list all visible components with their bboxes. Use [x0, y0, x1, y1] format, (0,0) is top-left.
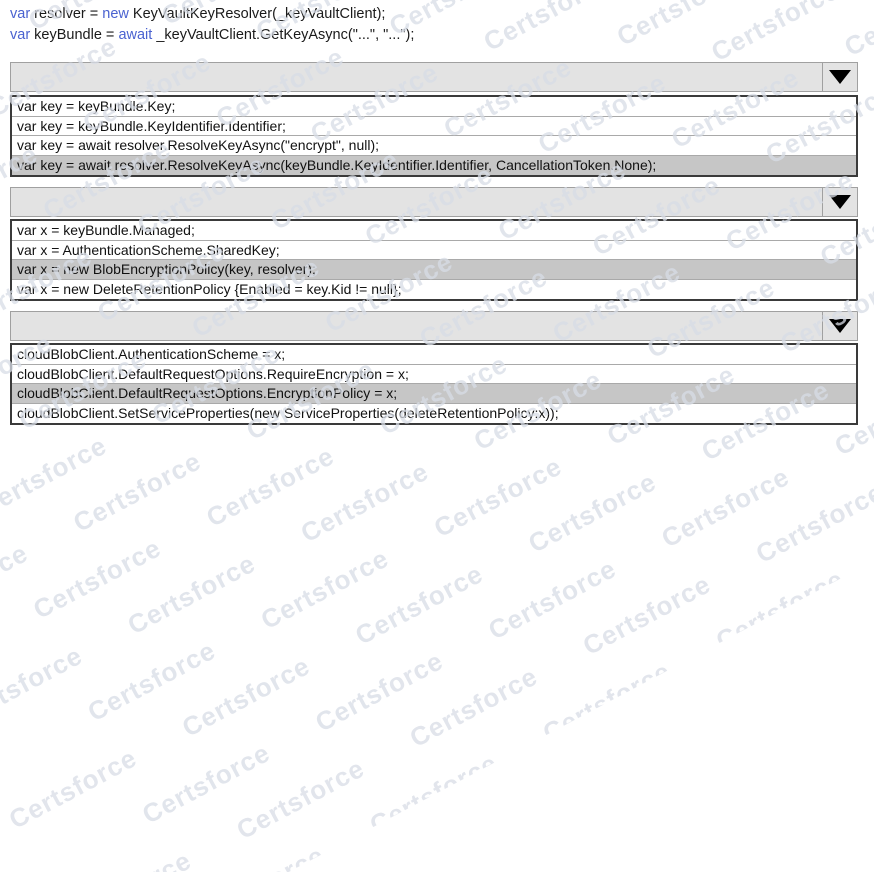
list-item-selected[interactable]: var x = new BlobEncryptionPolicy(key, re… — [12, 260, 856, 280]
chevron-down-icon — [829, 195, 851, 209]
list-item[interactable]: cloudBlobClient.DefaultRequestOptions.Re… — [12, 364, 856, 384]
option-list-3[interactable]: cloudBlobClient.AuthenticationScheme = x… — [10, 343, 858, 425]
code-keyword-var: var — [10, 6, 31, 22]
dropdown-1[interactable] — [10, 62, 822, 92]
dropdown-2[interactable] — [10, 187, 822, 217]
dropdown-2-arrow-button[interactable] — [822, 187, 858, 217]
code-line-1: var resolver = new KeyVaultKeyResolver(_… — [10, 4, 850, 25]
code-text: keyBundle = — [30, 27, 119, 43]
code-text: resolver = — [30, 6, 103, 22]
list-item[interactable]: var x = new DeleteRetentionPolicy {Enabl… — [12, 279, 856, 299]
list-item[interactable]: cloudBlobClient.AuthenticationScheme = x… — [12, 345, 856, 365]
dropdown-1-arrow-button[interactable] — [822, 62, 858, 92]
code-text: KeyVaultKeyResolver(_keyVaultClient); — [128, 6, 386, 22]
chevron-down-icon — [829, 319, 851, 333]
code-keyword-new: new — [102, 6, 129, 22]
chevron-down-icon — [829, 70, 851, 84]
list-item[interactable]: var x = AuthenticationScheme.SharedKey; — [12, 240, 856, 260]
list-item-selected[interactable]: var key = await resolver.ResolveKeyAsync… — [12, 155, 856, 175]
option-list-1[interactable]: var key = keyBundle.Key; var key = keyBu… — [10, 95, 858, 177]
code-keyword-var: var — [10, 27, 31, 43]
watermark-row: CertsforceCertsforceCertsforceCertsforce… — [419, 666, 874, 872]
option-list-2[interactable]: var x = keyBundle.Managed; var x = Authe… — [10, 219, 858, 301]
code-text: _keyVaultClient.GetKeyAsync("...", "..."… — [152, 27, 415, 43]
list-item[interactable]: var key = keyBundle.KeyIdentifier.Identi… — [12, 116, 856, 136]
list-item-selected[interactable]: cloudBlobClient.DefaultRequestOptions.En… — [12, 384, 856, 404]
list-item[interactable]: cloudBlobClient.SetServiceProperties(new… — [12, 403, 856, 423]
list-item[interactable]: var key = keyBundle.Key; — [12, 97, 856, 117]
list-item[interactable]: var key = await resolver.ResolveKeyAsync… — [12, 136, 856, 156]
code-line-2: var keyBundle = await _keyVaultClient.Ge… — [10, 25, 850, 46]
dropdown-3[interactable] — [10, 311, 822, 341]
code-snippet-header: var resolver = new KeyVaultKeyResolver(_… — [10, 4, 850, 46]
question-canvas: var resolver = new KeyVaultKeyResolver(_… — [10, 4, 858, 425]
dropdown-3-arrow-button[interactable] — [822, 311, 858, 341]
list-item[interactable]: var x = keyBundle.Managed; — [12, 221, 856, 241]
code-keyword-await: await — [118, 27, 153, 43]
